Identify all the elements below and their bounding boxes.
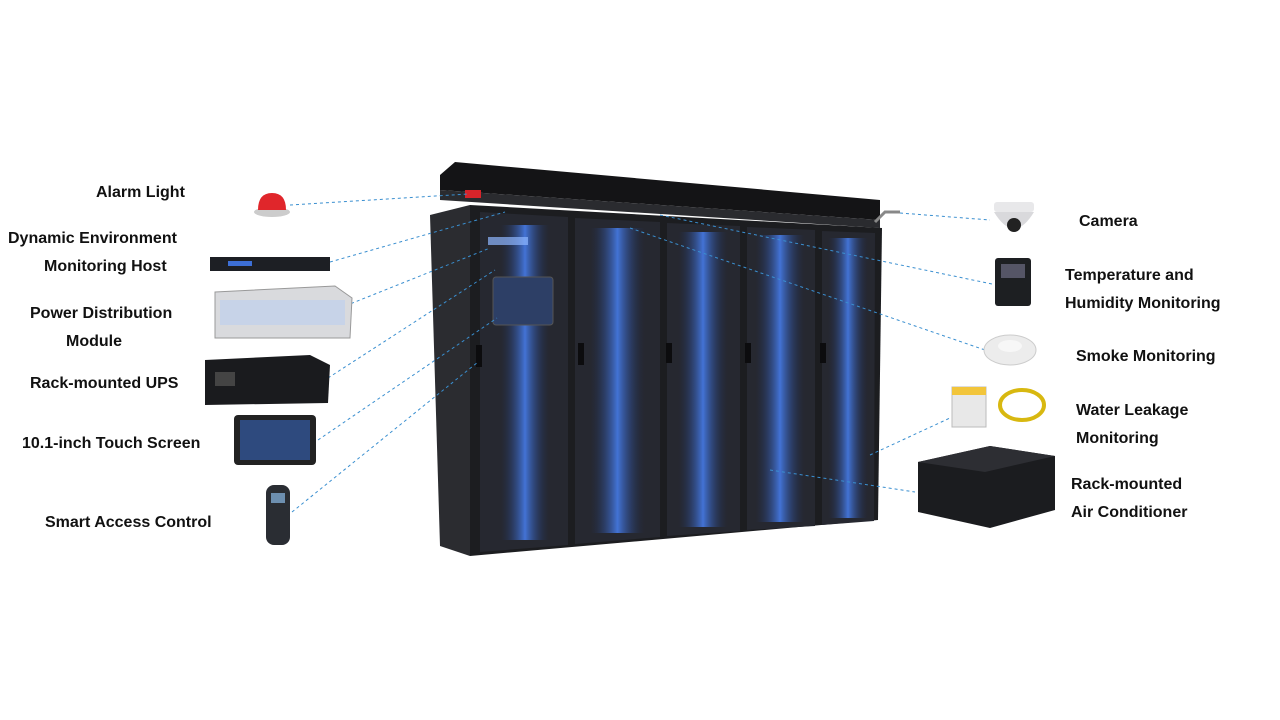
label-smoke: Smoke Monitoring xyxy=(1076,348,1216,365)
door-handles xyxy=(476,343,826,367)
leader-lines xyxy=(289,193,993,513)
label-water-1: Water Leakage xyxy=(1076,402,1189,419)
label-water-2: Monitoring xyxy=(1076,430,1159,447)
touch-screen-icon xyxy=(234,415,316,465)
cabinet-touch-screen xyxy=(492,276,554,326)
label-access-control: Smart Access Control xyxy=(45,514,212,531)
label-alarm-light: Alarm Light xyxy=(96,184,185,201)
label-temp-2: Humidity Monitoring xyxy=(1065,295,1221,312)
alarm-light-icon xyxy=(254,193,290,217)
pdu-icon xyxy=(214,285,353,339)
label-ups: Rack-mounted UPS xyxy=(30,375,179,392)
label-ac-1: Rack-mounted xyxy=(1071,476,1183,493)
micro-data-center-cabinet xyxy=(430,162,900,556)
label-ac-2: Air Conditioner xyxy=(1071,504,1188,521)
label-temp-1: Temperature and xyxy=(1065,267,1194,284)
label-touch-screen: 10.1-inch Touch Screen xyxy=(22,435,201,452)
label-pdu-1: Power Distribution xyxy=(30,305,173,322)
water-leakage-icon xyxy=(951,386,1046,428)
label-monitoring-host-1: Dynamic Environment xyxy=(8,230,177,247)
label-camera: Camera xyxy=(1079,213,1138,230)
access-control-icon xyxy=(266,485,290,545)
air-conditioner-icon xyxy=(918,446,1055,528)
label-monitoring-host-2: Monitoring Host xyxy=(44,258,167,275)
smoke-detector-icon xyxy=(983,334,1037,366)
temp-humidity-icon xyxy=(995,258,1031,306)
monitoring-host-icon xyxy=(210,257,330,271)
ups-icon xyxy=(205,355,330,405)
cabinet-alarm-light xyxy=(465,190,481,198)
label-pdu-2: Module xyxy=(66,333,122,350)
camera-icon xyxy=(994,202,1034,232)
